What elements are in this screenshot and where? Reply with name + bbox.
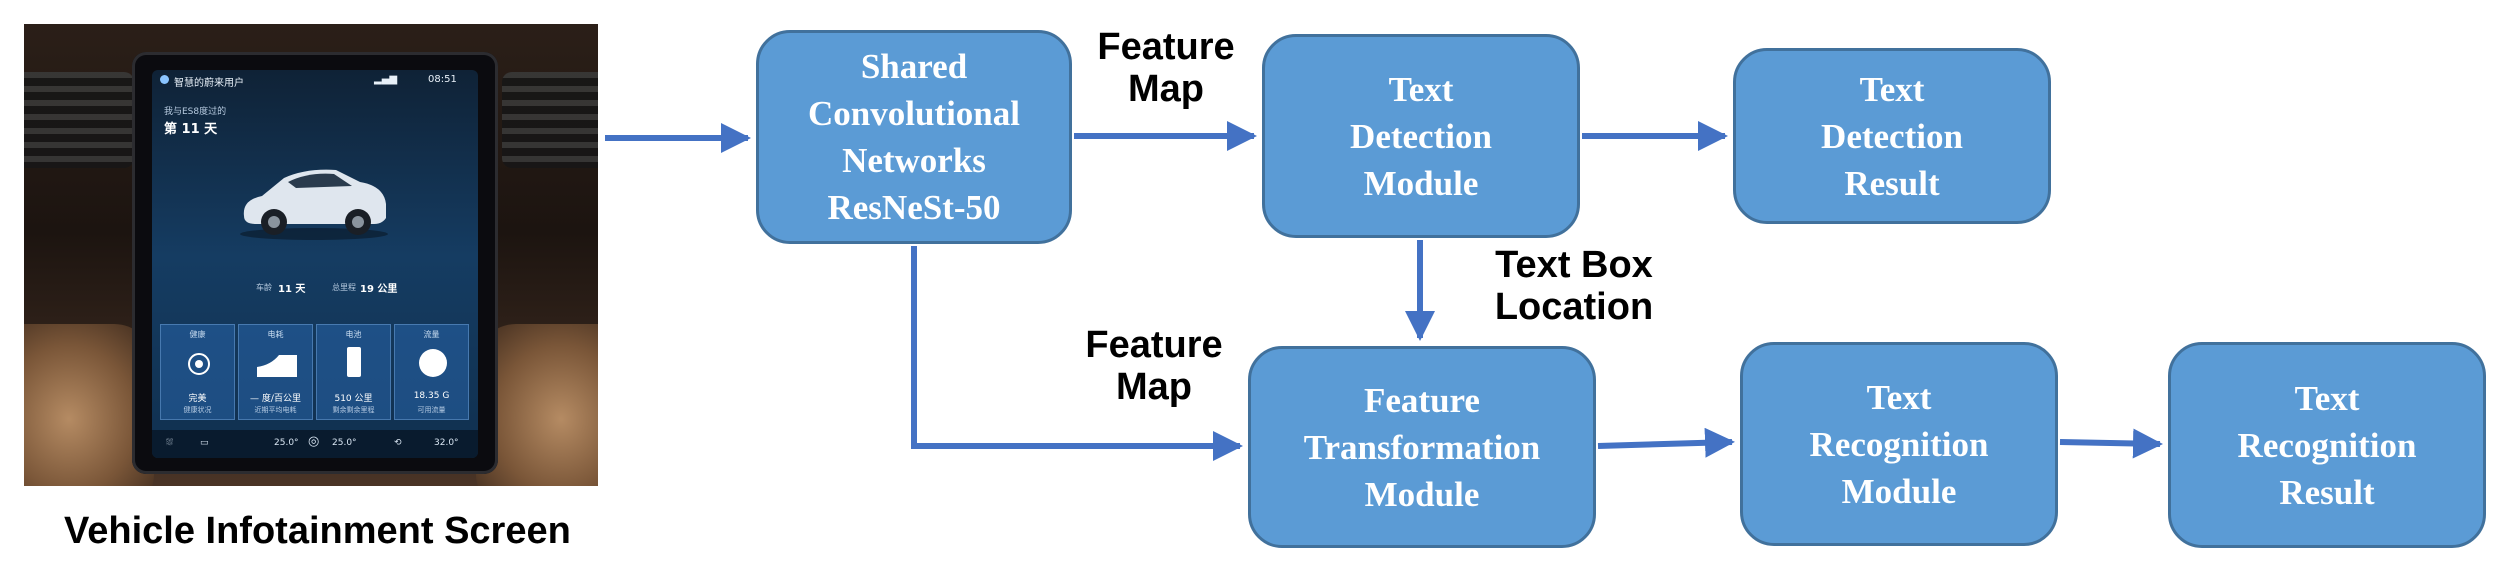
days-count: 第 11 天 <box>164 122 218 137</box>
age-value: 11 天 <box>278 284 306 295</box>
age-label: 车龄 <box>256 283 272 292</box>
tile-label: 剩余剩余里程 <box>332 406 375 414</box>
tile-data[interactable]: 流量 18.35 G 可用流量 <box>394 324 469 420</box>
defrost-rear-icon[interactable]: ▭ <box>200 438 209 448</box>
climate-center-icon[interactable]: ◎ <box>308 434 320 449</box>
infotainment-tablet: 智慧的蔚来用户 ▂▄▆ 08:51 我与ES8度过的 第 11 天 车龄 11 … <box>132 52 498 474</box>
tile-value: 18.35 G <box>413 391 450 401</box>
tile-value: 510 公里 <box>334 394 373 404</box>
status-user-name: 智慧的蔚来用户 <box>174 78 244 89</box>
tile-header: 电耗 <box>267 330 284 339</box>
tile-value: — 度/百公里 <box>250 394 301 404</box>
edge-rec-to-result <box>2059 428 2163 459</box>
greeting-text: 我与ES8度过的 <box>164 107 227 117</box>
edge-ft-to-rec <box>1597 427 1735 458</box>
node-text-detection-result: Text Detection Result <box>1733 48 2051 224</box>
tile-header: 健康 <box>189 330 206 339</box>
edge-shared-to-ft <box>911 246 1243 461</box>
health-ring-icon <box>188 353 210 375</box>
tile-header: 电池 <box>345 330 362 339</box>
image-caption: Vehicle Infotainment Screen <box>64 510 571 552</box>
climate-bar: ⛆ ▭ 25.0° ◎ 25.0° ⟲ 32.0° <box>152 430 478 458</box>
node-shared-convolutional-networks: Shared Convolutional Networks ResNeSt-50 <box>756 30 1072 244</box>
edge-label-feature-map-top: Feature Map <box>1097 26 1235 110</box>
node-text-recognition-module: Text Recognition Module <box>1740 342 2058 546</box>
temp-left[interactable]: 25.0° <box>274 438 299 448</box>
node-feature-transformation-module: Feature Transformation Module <box>1248 346 1596 548</box>
vehicle-infotainment-photo: 智慧的蔚来用户 ▂▄▆ 08:51 我与ES8度过的 第 11 天 车龄 11 … <box>24 24 598 486</box>
temp-right[interactable]: 25.0° <box>332 438 357 448</box>
air-vent-right <box>502 72 598 168</box>
tile-consumption[interactable]: 电耗 — 度/百公里 近期平均电耗 <box>238 324 313 420</box>
tile-battery[interactable]: 电池 510 公里 剩余剩余里程 <box>316 324 391 420</box>
consumption-chart-icon <box>257 355 297 377</box>
tile-label: 健康状况 <box>183 406 212 414</box>
tile-label: 可用流量 <box>417 406 446 414</box>
user-avatar-icon <box>160 75 169 84</box>
node-text-recognition-result: Text Recognition Result <box>2168 342 2486 548</box>
infotainment-screen: 智慧的蔚来用户 ▂▄▆ 08:51 我与ES8度过的 第 11 天 车龄 11 … <box>152 70 478 458</box>
node-text-detection-module: Text Detection Module <box>1262 34 1580 238</box>
air-vent-left <box>24 72 134 168</box>
tile-header: 流量 <box>423 330 440 339</box>
tile-value: 完美 <box>188 394 207 404</box>
mileage-label: 总里程 <box>332 283 356 292</box>
signal-icon: ▂▄▆ <box>374 74 398 85</box>
battery-icon <box>347 347 361 377</box>
recirculation-icon[interactable]: ⟲ <box>394 438 402 448</box>
defrost-front-icon[interactable]: ⛆ <box>166 438 174 448</box>
mileage-value: 19 公里 <box>360 284 398 295</box>
tile-label: 近期平均电耗 <box>254 406 297 414</box>
tile-health[interactable]: 健康 完美 健康状况 <box>160 324 235 420</box>
car-image-icon <box>240 169 388 240</box>
edge-label-text-box-location: Text Box Location <box>1494 244 1654 328</box>
temp-outside: 32.0° <box>434 438 459 448</box>
status-time: 08:51 <box>428 74 457 85</box>
data-usage-icon <box>419 349 447 377</box>
edge-label-feature-map-bottom: Feature Map <box>1085 324 1223 408</box>
